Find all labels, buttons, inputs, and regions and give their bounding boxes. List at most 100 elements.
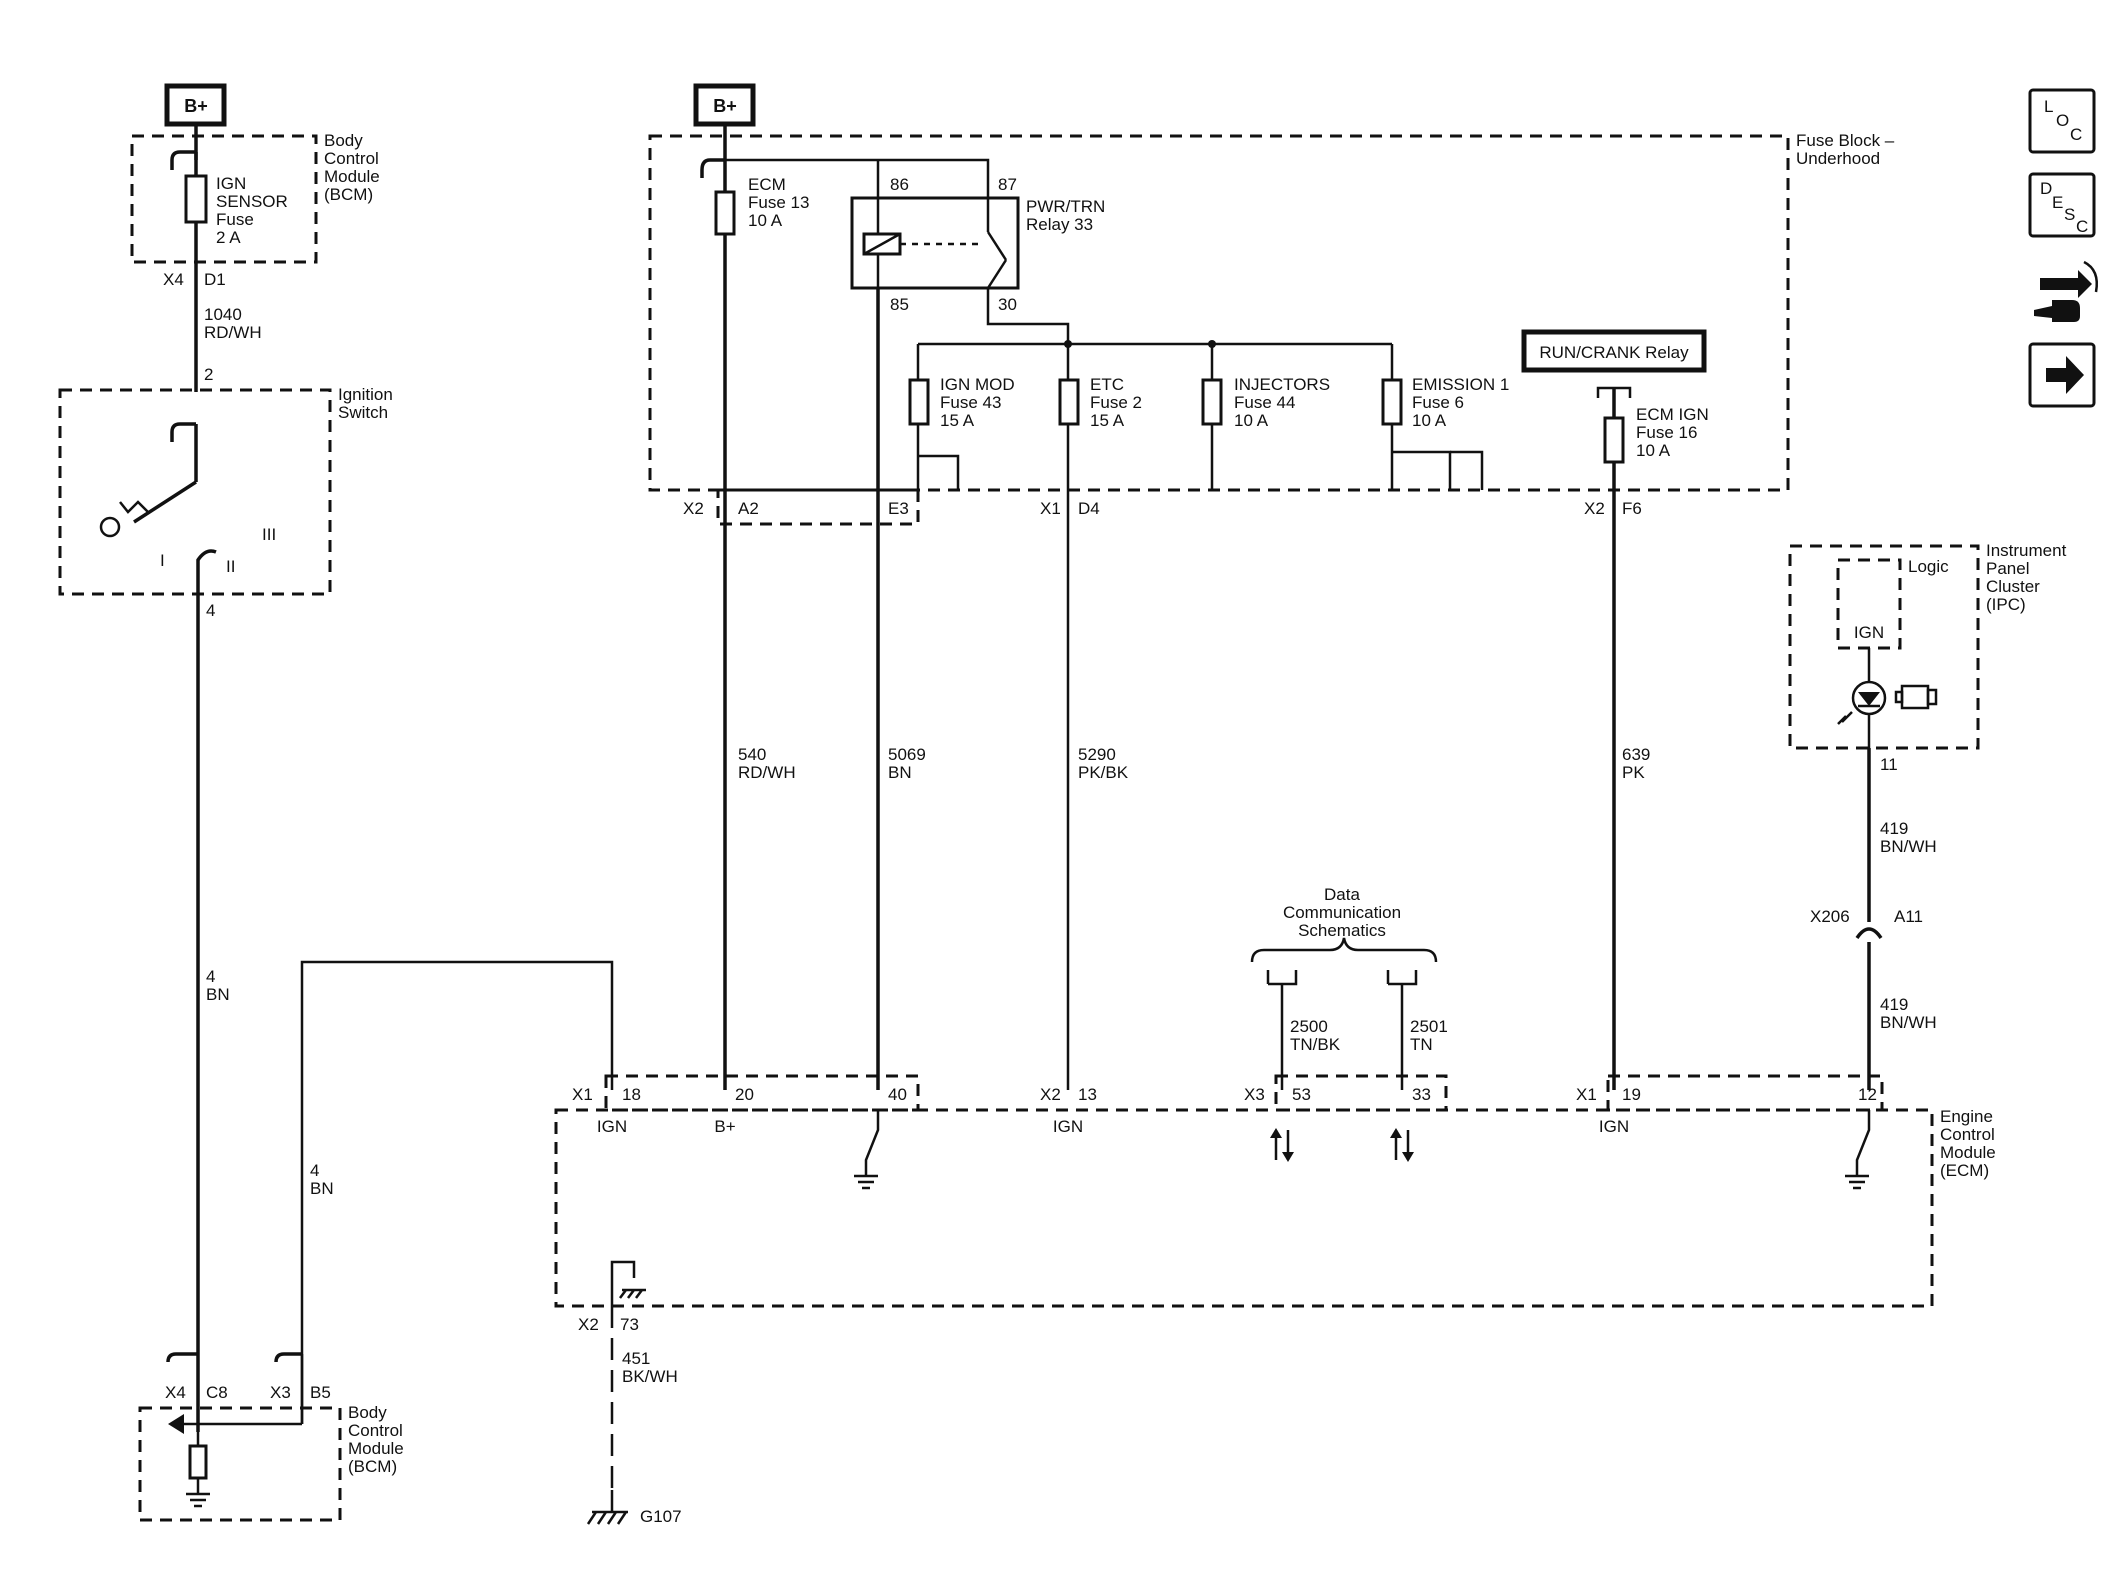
- ecm-x3: X3: [1244, 1085, 1265, 1104]
- location-icon-l: L: [2044, 97, 2053, 116]
- fb-x1: X1: [1040, 499, 1061, 518]
- ecm-x2-gnd: X2: [578, 1315, 599, 1334]
- ecm-ign-label-3: IGN: [1599, 1117, 1629, 1136]
- ignition-key-pivot: [99, 516, 121, 538]
- ign-sensor-fuse: [184, 174, 208, 224]
- next-page-button[interactable]: [2028, 342, 2096, 408]
- data-bus-arrows-33: [1390, 1128, 1414, 1162]
- ground-g107: G107: [640, 1507, 682, 1526]
- ign-mod-fuse-43: [908, 378, 930, 426]
- run-crank-relay: RUN/CRANK Relay: [1521, 329, 1707, 373]
- bplus-right-block: B+: [693, 83, 756, 127]
- bcm-bottom-x3: X3: [270, 1383, 291, 1402]
- ecm-ign-label-1: IGN: [597, 1117, 627, 1136]
- ecm-pin-33: 33: [1412, 1085, 1431, 1104]
- conn-x206: X206: [1810, 907, 1850, 926]
- bplus-left-block: B+: [164, 83, 227, 127]
- ign-switch-in-pin: 2: [204, 365, 213, 384]
- location-button[interactable]: L O C: [2028, 88, 2096, 154]
- description-icon-e: E: [2052, 193, 2063, 212]
- run-crank-relay-label: RUN/CRANK Relay: [1539, 343, 1689, 362]
- bcm-resistor: [188, 1444, 208, 1480]
- pwr-trn-relay-33: [850, 196, 1020, 290]
- fb-x2-right: X2: [1584, 499, 1605, 518]
- emission-1-fuse-6: [1381, 378, 1403, 426]
- arrow-right-icon: [2046, 356, 2084, 394]
- connector-repair-icon: [2034, 260, 2098, 322]
- fb-e3: E3: [888, 499, 909, 518]
- ipc-ign-label: IGN: [1854, 623, 1884, 642]
- bcm-bottom-b5: B5: [310, 1383, 331, 1402]
- ipc-logic-label: Logic: [1908, 557, 1949, 576]
- ecm-pin-19: 19: [1622, 1085, 1641, 1104]
- ecm-x1-left: X1: [572, 1085, 593, 1104]
- ign-pos-ii: II: [226, 557, 235, 576]
- description-button[interactable]: D E S C: [2028, 172, 2096, 238]
- ecm-bplus-label: B+: [714, 1117, 735, 1136]
- description-icon-d: D: [2040, 179, 2052, 198]
- fb-f6: F6: [1622, 499, 1642, 518]
- ecm-pin-13: 13: [1078, 1085, 1097, 1104]
- relay-pin-85: 85: [890, 295, 909, 314]
- data-bus-arrows-53: [1270, 1128, 1294, 1162]
- injectors-fuse-44: [1201, 378, 1223, 426]
- ecm-ign-fuse-16: [1603, 416, 1625, 464]
- ipc-pin-11: 11: [1880, 755, 1898, 774]
- relay-pin-30: 30: [998, 295, 1017, 314]
- etc-fuse-2: [1058, 378, 1080, 426]
- bplus-right-label: B+: [713, 96, 737, 116]
- ecm-pin-12: 12: [1858, 1085, 1877, 1104]
- fb-x2-left: X2: [683, 499, 704, 518]
- ecm-pin-73: 73: [620, 1315, 639, 1334]
- ign-switch-out-pin: 4: [206, 601, 215, 620]
- ecm-pin-20: 20: [735, 1085, 754, 1104]
- ign-pos-iii: III: [262, 525, 276, 544]
- ecm-x1-right: X1: [1576, 1085, 1597, 1104]
- fb-d4: D4: [1078, 499, 1100, 518]
- bplus-left-label: B+: [184, 96, 208, 116]
- location-icon-o: O: [2056, 111, 2069, 130]
- conn-x4-d1-d1: D1: [204, 270, 226, 289]
- ign-pos-i: I: [160, 551, 165, 570]
- relay-pin-86: 86: [890, 175, 909, 194]
- bcm-bottom-x4: X4: [165, 1383, 186, 1402]
- location-icon-c: C: [2070, 125, 2082, 144]
- fuse-block-label: Fuse Block –Underhood: [1796, 131, 1895, 168]
- ecm-pin-40: 40: [888, 1085, 907, 1104]
- ecm-ign-label-2: IGN: [1053, 1117, 1083, 1136]
- ecm-pin-18: 18: [622, 1085, 641, 1104]
- ecm-pin-53: 53: [1292, 1085, 1311, 1104]
- connector-repair-button[interactable]: [2034, 260, 2098, 322]
- ecm-fuse-13: [714, 190, 736, 236]
- description-icon-c: C: [2076, 217, 2088, 236]
- relay-pin-87: 87: [998, 175, 1017, 194]
